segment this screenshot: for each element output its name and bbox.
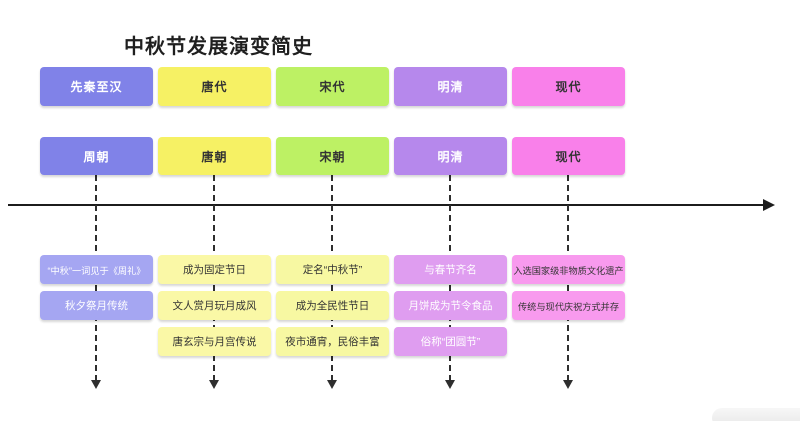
era-box: 周朝 [40,137,153,175]
down-arrowhead-icon [445,380,455,389]
down-arrowhead-icon [563,380,573,389]
fact-box: 俗称“团圆节” [394,327,507,356]
watermark-shape [712,408,800,421]
page-title: 中秋节发展演变简史 [124,36,313,58]
fact-box: 夜市通宵，民俗丰富 [276,327,389,356]
period-box: 先秦至汉 [40,67,153,106]
fact-box: 秋夕祭月传统 [40,291,153,320]
era-box: 明清 [394,137,507,175]
timeline-column-ming-qing: 明清 明清 与春节齐名 月饼成为节令食品 俗称“团圆节” [394,0,507,421]
fact-box: 文人赏月玩月成风 [158,291,271,320]
fact-box: “中秋”一词见于《周礼》 [40,255,153,284]
down-arrowhead-icon [209,380,219,389]
fact-box: 入选国家级非物质文化遗产 [512,255,625,284]
era-box: 现代 [512,137,625,175]
timeline-axis-line [8,204,765,206]
timeline-column-tang: 唐代 唐朝 成为固定节日 文人赏月玩月成风 唐玄宗与月宫传说 [158,0,271,421]
timeline-column-modern: 现代 现代 入选国家级非物质文化遗产 传统与现代庆祝方式并存 [512,0,625,421]
fact-box: 成为全民性节日 [276,291,389,320]
era-box: 唐朝 [158,137,271,175]
period-box: 现代 [512,67,625,106]
right-arrowhead-icon [763,199,775,211]
fact-box: 月饼成为节令食品 [394,291,507,320]
era-box: 宋朝 [276,137,389,175]
down-arrowhead-icon [327,380,337,389]
timeline-column-pre-qin: 先秦至汉 周朝 “中秋”一词见于《周礼》 秋夕祭月传统 [40,0,153,421]
fact-box: 定名“中秋节” [276,255,389,284]
period-box: 唐代 [158,67,271,106]
fact-box: 成为固定节日 [158,255,271,284]
fact-box: 与春节齐名 [394,255,507,284]
fact-box: 传统与现代庆祝方式并存 [512,291,625,320]
period-box: 明清 [394,67,507,106]
timeline-column-song: 宋代 宋朝 定名“中秋节” 成为全民性节日 夜市通宵，民俗丰富 [276,0,389,421]
fact-box: 唐玄宗与月宫传说 [158,327,271,356]
down-arrowhead-icon [91,380,101,389]
period-box: 宋代 [276,67,389,106]
